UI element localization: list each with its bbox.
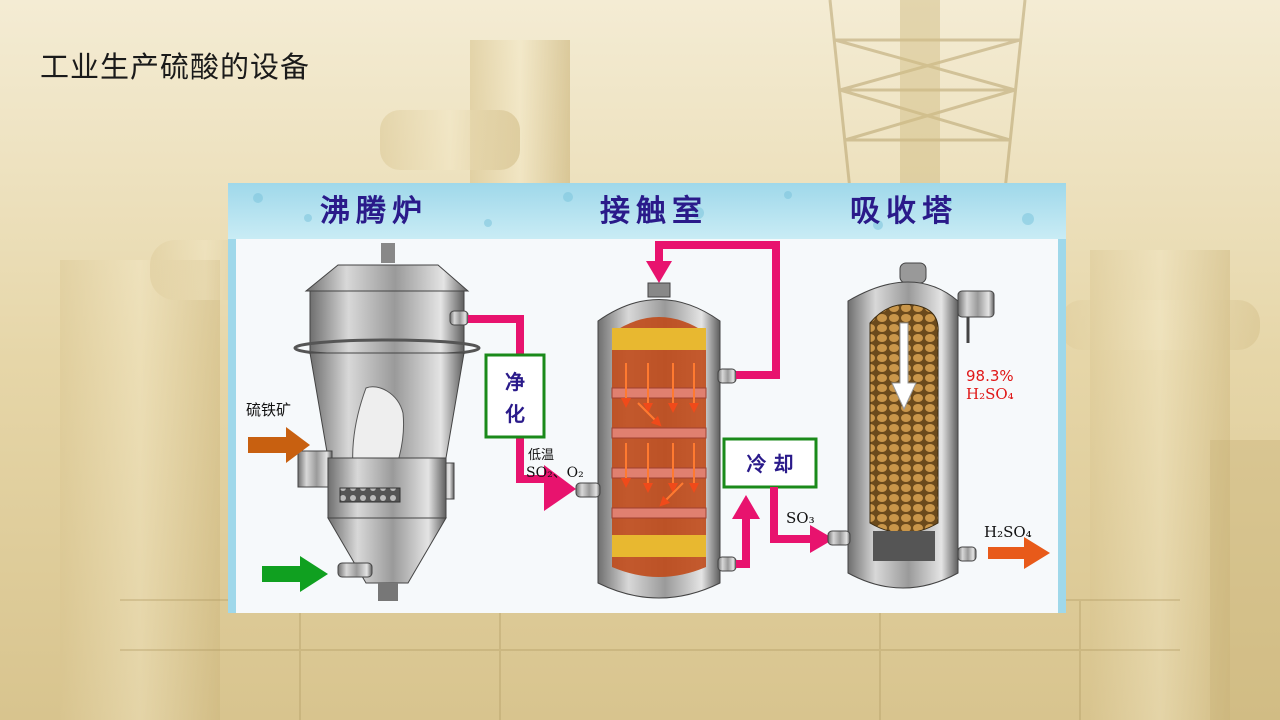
chamber-outlet-pipe (736, 517, 750, 568)
product-acid-label: H₂SO₄ (984, 523, 1032, 541)
cooling-box: 冷 却 (722, 437, 818, 489)
absorption-tower-label: 吸收塔 (850, 194, 958, 229)
pyrite-input-arrow (248, 427, 310, 463)
boiling-furnace (293, 243, 481, 601)
so3-pipe (770, 487, 814, 543)
recycle-pipe (655, 241, 780, 379)
so2-o2-label: SO₂、O₂ (526, 465, 584, 481)
contact-chamber (575, 282, 737, 599)
so2-inlet-arrow (544, 465, 576, 511)
slide-title: 工业生产硫酸的设备 (40, 50, 311, 84)
acid-spray-arrow (891, 322, 917, 411)
water-droplet-texture (253, 191, 1034, 230)
contact-chamber-label: 接触室 (600, 194, 708, 229)
so3-inlet-arrow (810, 525, 834, 553)
acid-concentration-label: 98.3% (966, 367, 1014, 385)
so3-label: SO₃ (786, 509, 815, 527)
equipment-diagram: 沸腾炉 接触室 吸收塔 硫铁矿 (228, 183, 1066, 613)
air-input-arrow (262, 556, 328, 592)
cool-label: 冷 却 (747, 452, 794, 476)
low-temp-label: 低温 (528, 448, 554, 463)
header-band (228, 183, 1066, 239)
purify-char-1: 净 (505, 370, 525, 394)
acid-reagent-label: H₂SO₄ (966, 385, 1014, 403)
furnace-label: 沸腾炉 (320, 194, 428, 229)
absorption-tower (827, 262, 995, 589)
purify-char-2: 化 (505, 402, 525, 426)
sulfuric-acid-process-diagram: 沸腾炉 接触室 吸收塔 硫铁矿 (228, 183, 1066, 613)
product-outlet-arrow (988, 537, 1050, 569)
cooling-inlet-arrow (732, 495, 760, 519)
purification-box: 净 化 (484, 353, 546, 439)
recycle-inlet-arrow (646, 261, 672, 283)
pyrite-label: 硫铁矿 (246, 401, 291, 419)
